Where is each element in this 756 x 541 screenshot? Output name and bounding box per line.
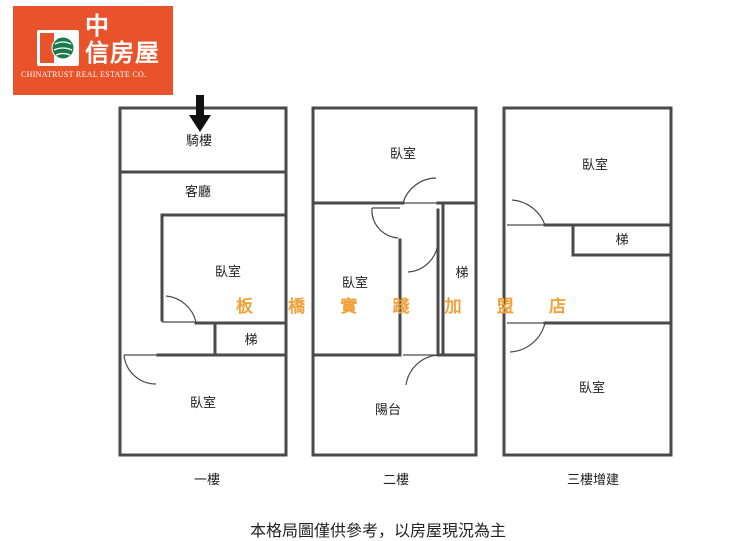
room-label: 臥室 [389, 147, 417, 162]
room-label: 梯 [615, 233, 629, 248]
store-watermark: 板 橋 實 踐 加 盟 店 [236, 292, 566, 317]
room-label: 臥室 [578, 381, 606, 396]
room-label: 陽台 [374, 403, 402, 418]
room-label: 客廳 [184, 185, 212, 200]
room-label: 臥室 [214, 265, 242, 280]
entrance-arrow-icon [189, 95, 211, 132]
watermark-char: 實 [340, 297, 358, 317]
floor-name: 三樓增建 [566, 473, 620, 488]
floor-name: 一樓 [193, 473, 221, 488]
watermark-char: 踐 [392, 297, 410, 317]
disclaimer-caption: 本格局圖僅供參考，以房屋現況為主 [249, 521, 506, 540]
room-label: 騎樓 [185, 134, 213, 149]
room-label: 臥室 [581, 158, 609, 173]
room-label: 梯 [244, 333, 258, 348]
logo-english: CHINATRUST REAL ESTATE CO. [21, 70, 147, 79]
logo-mark-icon [37, 30, 79, 66]
room-label: 梯 [455, 266, 469, 281]
logo-text-line1: 中 [85, 12, 109, 40]
room-label: 臥室 [189, 396, 217, 411]
watermark-char: 橋 [288, 297, 306, 317]
brand-logo: 中 信房屋 CHINATRUST REAL ESTATE CO. [13, 6, 173, 95]
floor2-outline [311, 106, 478, 457]
watermark-char: 板 [236, 297, 253, 317]
watermark-char: 店 [548, 297, 566, 317]
floor3-outline [502, 106, 673, 457]
room-label: 臥室 [341, 276, 369, 291]
floor-name: 二樓 [382, 473, 410, 488]
watermark-char: 盟 [496, 297, 514, 317]
watermark-char: 加 [444, 297, 462, 317]
logo-text-line2: 信房屋 [85, 39, 160, 67]
